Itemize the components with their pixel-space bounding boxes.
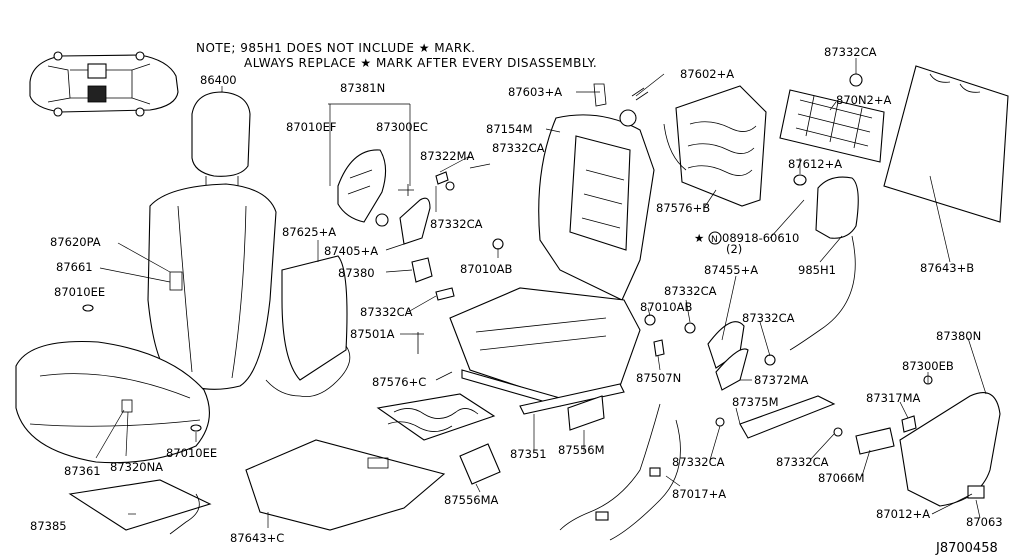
- label-87602a: 87602+A: [680, 67, 734, 81]
- n-circle-icon: [708, 231, 722, 245]
- label-87556ma: 87556MA: [444, 493, 499, 507]
- label-87455a: 87455+A: [704, 263, 758, 277]
- heater-mat-87576b: [663, 85, 767, 207]
- seat-back-frame: [538, 83, 655, 301]
- label-87380: 87380: [338, 266, 375, 280]
- label-87010ab-b: 87010AB: [640, 300, 692, 314]
- seat-back-cover: [147, 183, 277, 390]
- recliner-cover-87381n: [337, 149, 414, 227]
- callout-labels: 86400 87381N 87010EF 87300EC 87620PA 876…: [30, 45, 1003, 545]
- label-87010ee-a: 87010EE: [54, 285, 105, 299]
- label-87063: 87063: [966, 515, 1003, 529]
- label-87556m: 87556M: [558, 443, 605, 457]
- label-08918-qty: (2): [726, 242, 742, 256]
- label-87332ca-top: 87332CA: [824, 45, 877, 59]
- label-87643c: 87643+C: [230, 531, 284, 545]
- n-mark: N: [711, 235, 718, 245]
- seat-cushion-frame: [449, 238, 656, 415]
- bracket-87556ma: [459, 443, 501, 485]
- bracket-87556m: [567, 395, 605, 431]
- pad-87385: [68, 479, 212, 535]
- label-87012a: 87012+A: [876, 507, 930, 521]
- side-airbag-985h1: [789, 176, 859, 351]
- label-87643b: 87643+B: [920, 261, 974, 275]
- label-87010ee-b: 87010EE: [166, 446, 217, 460]
- label-87017a: 87017+A: [672, 487, 726, 501]
- label-87322ma: 87322MA: [420, 149, 475, 163]
- label-87501a: 87501A: [350, 327, 395, 341]
- harness-87017a: [559, 403, 681, 541]
- label-87576c: 87576+C: [372, 375, 426, 389]
- label-87332ca-d: 87332CA: [664, 284, 717, 298]
- label-87332ca-a: 87332CA: [360, 305, 413, 319]
- lumbar-870n2a: [779, 73, 885, 186]
- label-87332ca-c: 87332CA: [430, 217, 483, 231]
- diagram-code: J8700458: [935, 541, 998, 556]
- headrest: [191, 91, 251, 192]
- label-87603a: 87603+A: [508, 85, 562, 99]
- pad-87643c: [245, 439, 446, 531]
- label-87620pa: 87620PA: [50, 235, 101, 249]
- label-87066m: 87066M: [818, 471, 865, 485]
- label-985h1: 985H1: [798, 263, 836, 277]
- label-87625a: 87625+A: [282, 225, 336, 239]
- label-87320na: 87320NA: [110, 460, 163, 474]
- bracket-87405a: [399, 197, 431, 245]
- back-pad-87625a: [265, 255, 351, 397]
- label-87372ma: 87372MA: [754, 373, 809, 387]
- label-87507n: 87507N: [636, 371, 681, 385]
- label-87300eb: 87300EB: [902, 359, 954, 373]
- label-87332ca-g: 87332CA: [776, 455, 829, 469]
- label-87380n: 87380N: [936, 329, 981, 343]
- label-87375m: 87375M: [732, 395, 779, 409]
- leader-lines: [95, 58, 987, 528]
- label-87332ca-f: 87332CA: [672, 455, 725, 469]
- label-87381n: 87381N: [340, 81, 385, 95]
- bracket-87380: [411, 257, 433, 283]
- seat-cushion-cover: [15, 340, 210, 464]
- cover-87375m: [715, 395, 836, 439]
- note-line-1: NOTE; 985H1 DOES NOT INCLUDE ★ MARK.: [196, 41, 475, 55]
- label-87010ab-a: 87010AB: [460, 262, 512, 276]
- label-87010ef: 87010EF: [286, 120, 336, 134]
- label-87576b: 87576+B: [656, 201, 710, 215]
- label-87332ca-b: 87332CA: [492, 141, 545, 155]
- label-87154m: 87154M: [486, 122, 533, 136]
- label-87612a: 87612+A: [788, 157, 842, 171]
- label-86400: 86400: [200, 73, 237, 87]
- label-87661: 87661: [56, 260, 93, 274]
- label-87300ec: 87300EC: [376, 120, 428, 134]
- label-87385: 87385: [30, 519, 67, 533]
- fasteners-left: [82, 171, 455, 432]
- label-87405a: 87405+A: [324, 244, 378, 258]
- label-87332ca-e: 87332CA: [742, 311, 795, 325]
- label-08918-star: ★: [694, 231, 704, 245]
- note-line-2: ALWAYS REPLACE ★ MARK AFTER EVERY DISASS…: [244, 56, 597, 70]
- label-870n2a: 870N2+A: [836, 93, 892, 107]
- label-87351: 87351: [510, 447, 547, 461]
- label-87361: 87361: [64, 464, 101, 478]
- back-board-87643b: [883, 65, 1009, 223]
- heater-mat-87576c: [376, 393, 496, 441]
- vehicle-location-icon: [29, 51, 179, 117]
- label-08918: 08918-60610: [722, 231, 799, 245]
- label-87317ma: 87317MA: [866, 391, 921, 405]
